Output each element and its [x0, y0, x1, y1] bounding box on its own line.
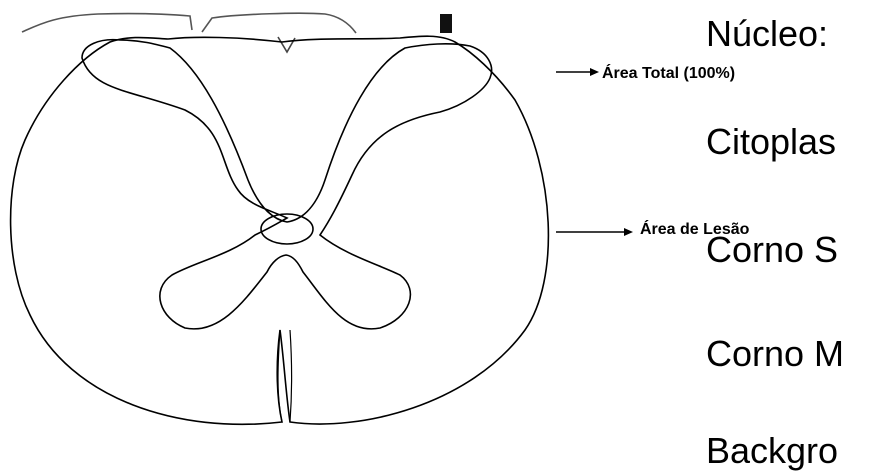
- arrow-lesion-area-head: [624, 228, 633, 236]
- legend-item-corno-s: Corno S: [706, 232, 838, 268]
- legend-item-background: Backgro: [706, 433, 838, 469]
- dorsal-median-notch: [278, 37, 295, 52]
- legend-item-cytoplasm: Citoplas: [706, 124, 836, 160]
- meninges-fragment-left: [22, 14, 192, 32]
- total-area-label: Área Total (100%): [602, 66, 735, 82]
- legend-item-corno-m: Corno M: [706, 336, 844, 372]
- legend-item-nucleus: Núcleo:: [706, 16, 828, 52]
- gray-matter-outline: [82, 40, 492, 329]
- outer-boundary: [11, 36, 549, 424]
- meninges-fragment-right: [202, 13, 356, 33]
- dark-marker: [440, 14, 452, 33]
- arrow-total-area-head: [590, 68, 599, 76]
